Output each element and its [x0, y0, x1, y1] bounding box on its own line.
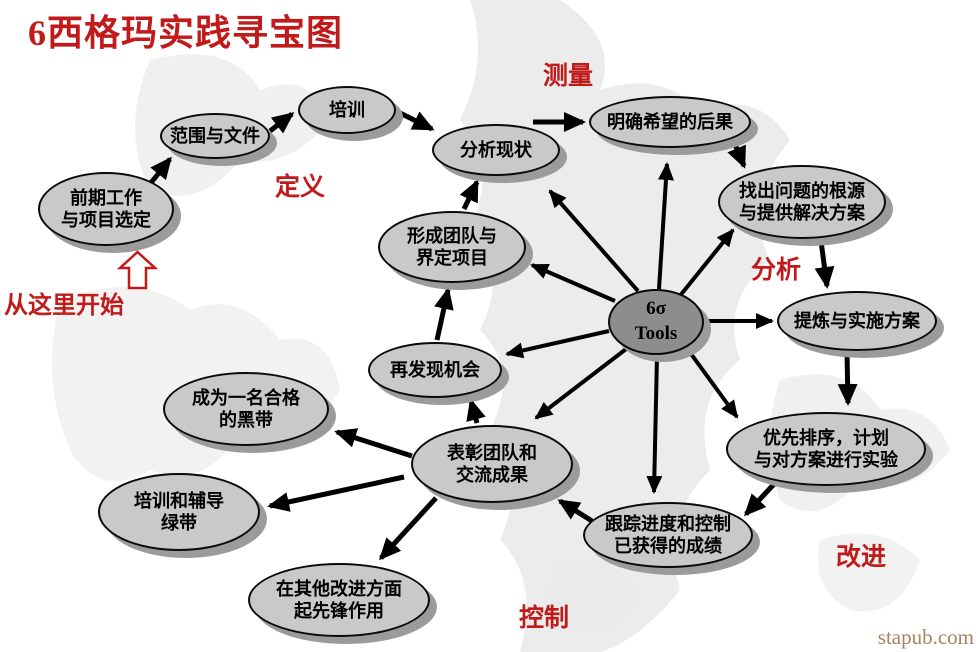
- node-refine-implement-label: 提炼与实施方案: [794, 310, 920, 331]
- arrow-prioritize-to-track: [743, 480, 778, 517]
- node-track-progress-label: 跟踪进度和控制 已获得的成绩: [605, 513, 731, 557]
- node-pre-work: 前期工作 与项目选定: [38, 172, 174, 246]
- arrow-formteam-to-analyzestatus: [459, 179, 480, 211]
- node-clarify-outcomes-label: 明确希望的后果: [607, 111, 733, 132]
- node-pioneer-improvement: 在其他改进方面 起先锋作用: [248, 563, 430, 637]
- node-black-belt: 成为一名合格 的黑带: [163, 372, 329, 446]
- arrow-hub-to-prioritize: [684, 345, 739, 419]
- node-prioritize-experiment: 优先排序，计划 与对方案进行实验: [726, 412, 926, 486]
- arrow-hub-to-recognize: [534, 344, 632, 420]
- node-green-belt: 培训和辅导 绿带: [98, 473, 260, 551]
- watermark: stapub.com: [877, 625, 974, 649]
- arrow-prework-to-scope: [148, 156, 172, 186]
- arrow-hub-to-analyzestatus: [548, 189, 640, 293]
- sequence-arrows: [148, 109, 858, 561]
- arrow-training-to-analyzestatus: [396, 109, 435, 132]
- node-pre-work-label: 前期工作 与项目选定: [61, 187, 151, 231]
- node-recognize-team-label: 表彰团队和 交流成果: [447, 442, 537, 486]
- node-scope-docs-label: 范围与文件: [170, 125, 260, 146]
- node-rediscover-opportunity: 再发现机会: [368, 342, 502, 398]
- arrow-scope-to-training: [268, 112, 295, 134]
- start-here-label: 从这里开始: [4, 292, 124, 319]
- arrow-rediscover-to-formteam: [434, 287, 454, 341]
- node-recognize-team: 表彰团队和 交流成果: [411, 425, 573, 503]
- node-analyze-status-label: 分析现状: [460, 139, 532, 160]
- arrow-hub-to-root: [677, 228, 735, 299]
- arrow-recognize-to-blackbelt: [334, 428, 413, 459]
- node-training: 培训: [298, 86, 396, 134]
- node-green-belt-label: 培训和辅导 绿带: [134, 490, 224, 534]
- node-track-progress: 跟踪进度和控制 已获得的成绩: [583, 502, 753, 568]
- arrow-root-to-refine: [814, 240, 835, 289]
- node-find-root-cause: 找出问题的根源 与提供解决方案: [718, 165, 886, 239]
- arrow-hub-to-track: [646, 355, 663, 494]
- start-here-arrow-icon: [116, 250, 159, 290]
- arrow-refine-to-prioritize: [837, 352, 858, 406]
- phase-label-analyze: 分析: [751, 256, 802, 284]
- arrow-recognize-to-pioneer: [378, 496, 438, 561]
- arrow-hub-to-outcomes: [657, 162, 674, 290]
- arrow-hub-to-rediscover: [505, 329, 610, 359]
- node-scope-docs: 范围与文件: [160, 113, 270, 159]
- phase-label-define: 定义: [275, 173, 326, 201]
- node-prioritize-experiment-label: 优先排序，计划 与对方案进行实验: [754, 427, 898, 471]
- node-find-root-cause-label: 找出问题的根源 与提供解决方案: [739, 180, 865, 224]
- node-analyze-status: 分析现状: [432, 124, 560, 176]
- node-training-label: 培训: [329, 99, 365, 120]
- arrow-hub-to-formteam: [530, 263, 616, 303]
- node-form-team: 形成团队与 界定项目: [378, 211, 526, 283]
- arrow-recognize-to-rediscover: [466, 398, 486, 424]
- phase-label-improve: 改进: [836, 543, 887, 571]
- arrow-recognize-to-greenbelt: [267, 474, 405, 512]
- node-form-team-label: 形成团队与 界定项目: [407, 225, 497, 269]
- page-title: 6西格玛实践寻宝图: [28, 13, 344, 53]
- phase-label-measure: 测量: [543, 62, 594, 90]
- hub-arrows: [505, 162, 774, 494]
- node-refine-implement: 提炼与实施方案: [777, 291, 937, 351]
- arrow-track-to-recognize: [557, 498, 594, 524]
- arrow-outcomes-to-root: [727, 141, 747, 169]
- node-rediscover-opportunity-label: 再发现机会: [390, 359, 480, 380]
- node-clarify-outcomes: 明确希望的后果: [589, 96, 751, 148]
- node-black-belt-label: 成为一名合格 的黑带: [192, 387, 300, 431]
- node-pioneer-improvement-label: 在其他改进方面 起先锋作用: [276, 578, 402, 622]
- phase-label-control: 控制: [519, 604, 570, 632]
